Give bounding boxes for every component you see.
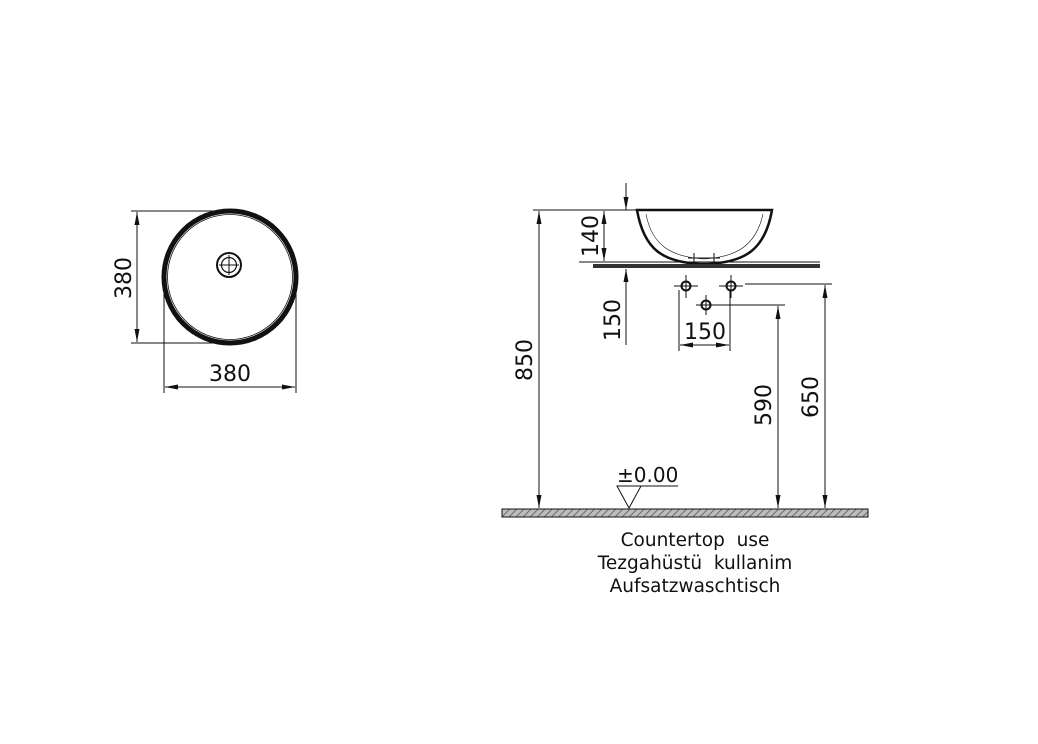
bowl-height-label: 140: [579, 215, 604, 257]
supply-height-label: 650: [799, 376, 824, 418]
width-dimension: 380: [163, 278, 297, 393]
drain-height-dimension: 590: [712, 304, 785, 508]
level-triangle-icon: [616, 485, 642, 510]
floor-level-label: ±0.00: [617, 463, 678, 487]
bowl-height-dimension: 140: [579, 183, 637, 263]
supply-pipes: [674, 275, 743, 315]
bowl-inner-line: [645, 213, 764, 260]
total-height-dimension: 850: [513, 209, 579, 508]
drain-symbol: [216, 252, 242, 278]
pipe-spacing-label: 150: [684, 320, 726, 345]
pipe-spacing-dimension: 150: [678, 290, 731, 351]
countertop: [593, 264, 820, 268]
depth-label: 380: [112, 257, 137, 299]
depth-dimension: 380: [112, 210, 225, 344]
width-label: 380: [209, 362, 251, 387]
supply-height-dimension: 650: [745, 283, 832, 508]
drain-offset-label: 150: [601, 299, 626, 341]
caption: Countertop use Tezgahüstü kullanim Aufsa…: [597, 530, 793, 597]
bowl-drain: [688, 253, 720, 266]
drain-height-label: 590: [752, 384, 777, 426]
basin-inner-outline: [167, 214, 293, 340]
side-view: 140 150 150 850: [501, 183, 869, 518]
drain-offset-dimension: 150: [601, 269, 629, 345]
top-view: 380 380: [112, 208, 299, 393]
basin-rim-outline: [161, 208, 299, 346]
caption-line-1: Countertop use: [621, 530, 770, 551]
floor-level-marker: ±0.00: [616, 463, 678, 510]
caption-line-2: Tezgahüstü kullanim: [597, 553, 793, 574]
total-height-label: 850: [513, 339, 538, 381]
caption-line-3: Aufsatzwaschtisch: [610, 576, 781, 597]
bowl-outline: [635, 208, 774, 266]
floor: [501, 508, 869, 518]
